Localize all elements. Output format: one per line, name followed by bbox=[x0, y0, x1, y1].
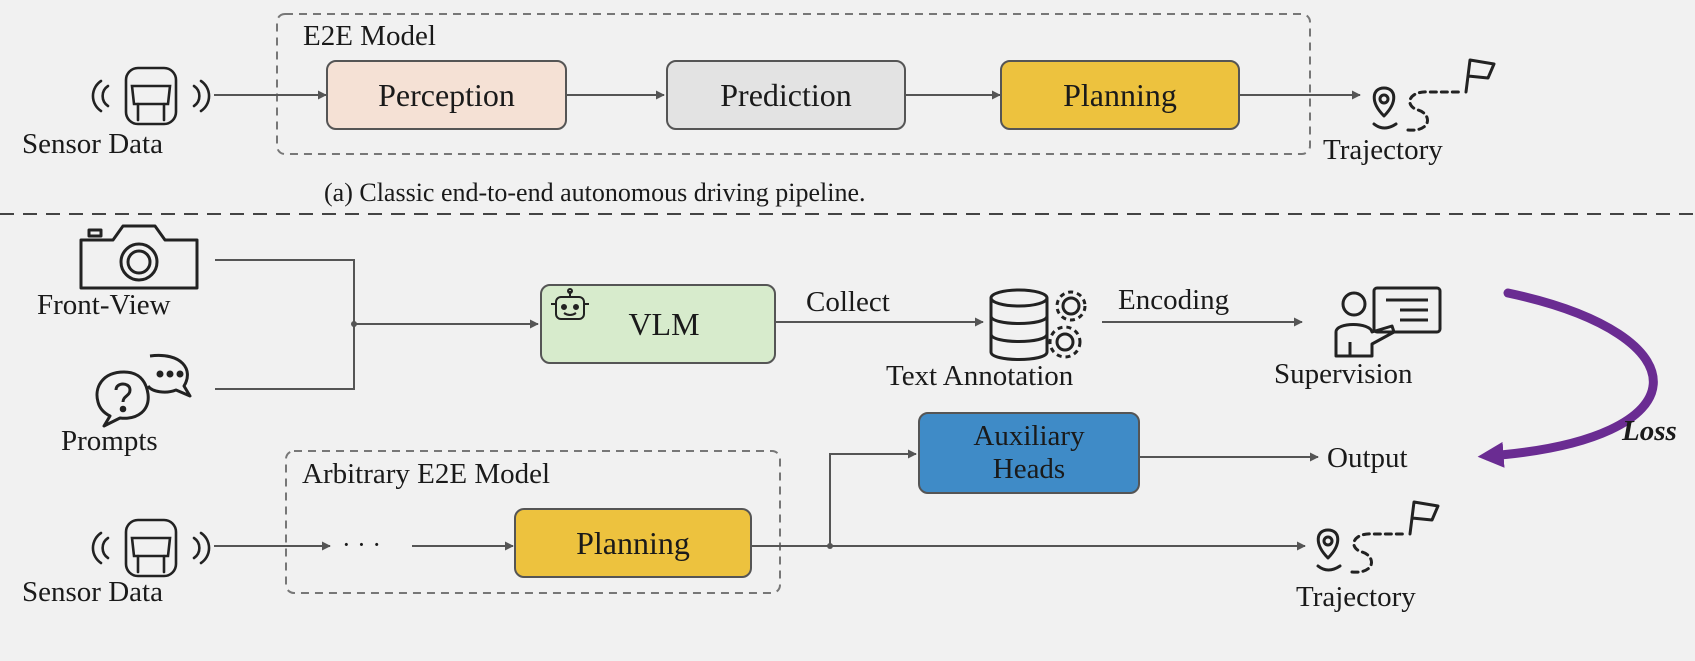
ellipsis-label: · · · bbox=[342, 530, 381, 559]
caption-a: (a) Classic end-to-end autonomous drivin… bbox=[324, 178, 866, 207]
supervision-label: Supervision bbox=[1274, 358, 1413, 390]
sensor-data-label: Sensor Data bbox=[22, 128, 163, 160]
prediction-box: Prediction bbox=[666, 60, 906, 130]
perception-box: Perception bbox=[326, 60, 567, 130]
auxiliary-heads-box: Auxiliary Heads bbox=[918, 412, 1140, 494]
encoding-label: Encoding bbox=[1118, 284, 1230, 316]
collect-label: Collect bbox=[806, 286, 890, 318]
camera-icon bbox=[79, 224, 199, 290]
route-flag-icon bbox=[1372, 58, 1496, 132]
vlm-box: VLM bbox=[540, 284, 776, 364]
database-gear-icon bbox=[989, 288, 1087, 361]
front-view-label: Front-View bbox=[37, 289, 171, 321]
robot-icon bbox=[551, 288, 589, 320]
wire-front-view bbox=[215, 259, 355, 324]
e2e-model-frame bbox=[276, 13, 1311, 155]
arbitrary-e2e-model-frame bbox=[285, 450, 781, 594]
sensor-data-label-b: Sensor Data bbox=[22, 576, 163, 608]
e2e-model-label: E2E Model bbox=[303, 20, 436, 52]
vlm-label: VLM bbox=[628, 305, 700, 342]
loss-arrow bbox=[1477, 288, 1658, 468]
trajectory-label-b: Trajectory bbox=[1296, 581, 1416, 613]
route-flag-icon-b bbox=[1316, 500, 1440, 574]
car-sensor-icon-b bbox=[91, 518, 211, 578]
teacher-board-icon bbox=[1334, 286, 1442, 358]
question-speech-bubble-icon bbox=[95, 353, 192, 428]
wire-prompts bbox=[215, 324, 355, 390]
output-label: Output bbox=[1327, 442, 1408, 474]
trajectory-label-a: Trajectory bbox=[1323, 134, 1443, 166]
text-annotation-label: Text Annotation bbox=[886, 360, 1074, 392]
arbitrary-e2e-model-label: Arbitrary E2E Model bbox=[302, 458, 551, 490]
loss-label: Loss bbox=[1622, 415, 1677, 447]
planning-box-a: Planning bbox=[1000, 60, 1240, 130]
prompts-label: Prompts bbox=[61, 425, 158, 457]
planning-box-b: Planning bbox=[514, 508, 752, 578]
car-sensor-icon bbox=[91, 66, 211, 126]
wire-branch-up bbox=[829, 449, 917, 546]
